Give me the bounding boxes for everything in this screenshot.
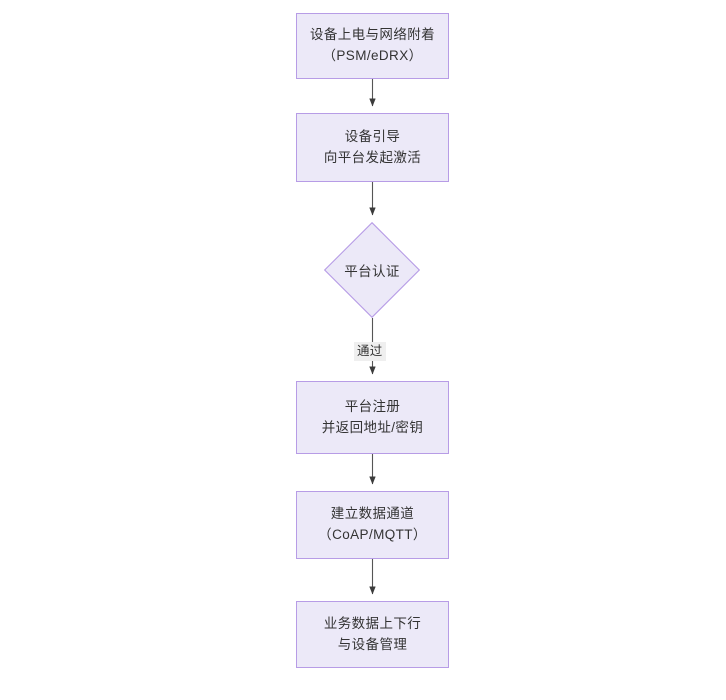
flow-node-label-line: 设备上电与网络附着 [309, 27, 436, 43]
flow-node-business-data[interactable]: 业务数据上下行 与设备管理 [296, 601, 449, 668]
flow-node-platform-auth[interactable]: 平台认证 [324, 222, 420, 318]
flow-node-label-line: 设备引导 [344, 128, 401, 144]
flow-node-platform-register[interactable]: 平台注册 并返回地址/密钥 [296, 381, 449, 454]
flow-node-device-bootstrap[interactable]: 设备引导 向平台发起激活 [296, 113, 449, 182]
flow-node-label-line: 业务数据上下行 [323, 615, 422, 631]
flow-node-label-line: 向平台发起激活 [323, 149, 422, 165]
flow-node-data-channel[interactable]: 建立数据通道 （CoAP/MQTT） [296, 491, 449, 559]
flow-node-label-line: （PSM/eDRX） [322, 48, 423, 63]
edge-label-pass: 通过 [354, 342, 386, 361]
flow-node-device-power-on[interactable]: 设备上电与网络附着 （PSM/eDRX） [296, 13, 449, 79]
flow-node-label-line: （CoAP/MQTT） [318, 527, 427, 542]
flow-node-label-line: 平台注册 [344, 398, 401, 414]
diamond-shape [324, 222, 420, 318]
flow-node-label-line: 与设备管理 [337, 636, 408, 652]
flow-node-label-line: 并返回地址/密钥 [321, 419, 424, 435]
flow-node-label-line: 建立数据通道 [330, 506, 415, 522]
flow-node-label: 平台认证 [344, 264, 400, 279]
